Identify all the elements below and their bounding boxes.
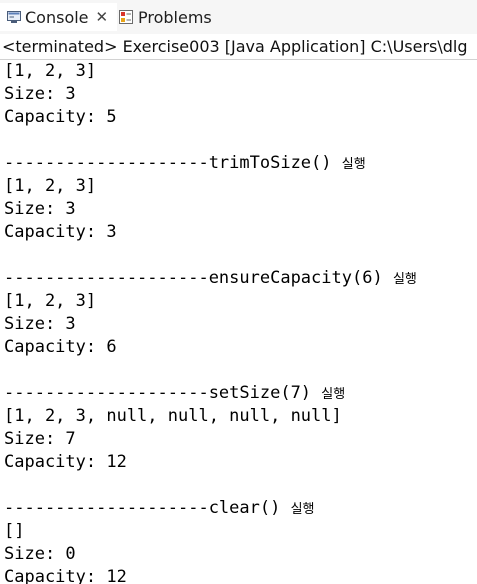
console-line-suffix: 실행 — [290, 502, 315, 517]
console-line: [1, 2, 3] — [4, 60, 477, 83]
console-line-text: Capacity: 3 — [4, 222, 117, 242]
console-line: --------------------setSize(7) 실행 — [4, 382, 477, 405]
console-line-text: Capacity: 12 — [4, 567, 127, 584]
tab-problems[interactable]: Problems — [117, 3, 227, 31]
console-line: --------------------clear() 실행 — [4, 497, 477, 520]
console-line-text: Size: 3 — [4, 199, 76, 219]
console-line: [1, 2, 3] — [4, 175, 477, 198]
console-line — [4, 244, 477, 267]
console-line-text: --------------------clear() — [4, 498, 281, 518]
console-line-text: Capacity: 6 — [4, 337, 117, 357]
process-status-line: <terminated> Exercise003 [Java Applicati… — [0, 34, 477, 60]
console-line: --------------------ensureCapacity(6) 실행 — [4, 267, 477, 290]
console-line-text: Size: 7 — [4, 429, 76, 449]
console-line-suffix: 실행 — [392, 272, 417, 287]
problems-icon — [118, 9, 134, 25]
console-line-text: --------------------ensureCapacity(6) — [4, 268, 383, 288]
close-icon[interactable]: ✕ — [95, 7, 109, 26]
console-line — [4, 474, 477, 497]
console-line-suffix: 실행 — [341, 157, 366, 172]
console-line: Capacity: 12 — [4, 451, 477, 474]
console-line: Capacity: 12 — [4, 566, 477, 584]
console-line: Size: 0 — [4, 543, 477, 566]
console-line — [4, 129, 477, 152]
console-line: [1, 2, 3] — [4, 290, 477, 313]
console-line-text: Size: 0 — [4, 544, 76, 564]
console-line-text: Capacity: 5 — [4, 107, 117, 127]
console-line: Size: 3 — [4, 313, 477, 336]
console-line: --------------------trimToSize() 실행 — [4, 152, 477, 175]
console-line-text: Size: 3 — [4, 314, 76, 334]
console-line-text: Capacity: 12 — [4, 452, 127, 472]
console-line: Capacity: 3 — [4, 221, 477, 244]
console-line: Capacity: 5 — [4, 106, 477, 129]
tab-console-label: Console — [25, 7, 89, 27]
console-line-text: [] — [4, 521, 25, 541]
console-line-text: [1, 2, 3] — [4, 176, 97, 196]
console-line: [] — [4, 520, 477, 543]
console-output[interactable]: [1, 2, 3] Size: 3 Capacity: 5 -------------… — [4, 60, 477, 584]
console-icon — [6, 9, 22, 25]
console-line: [1, 2, 3, null, null, null, null] — [4, 405, 477, 428]
tab-problems-label: Problems — [138, 7, 212, 27]
view-tab-bar: Console ✕ Problems — [0, 0, 477, 34]
console-line: Size: 7 — [4, 428, 477, 451]
console-line: Size: 3 — [4, 198, 477, 221]
console-line — [4, 359, 477, 382]
console-line-text: --------------------trimToSize() — [4, 153, 332, 173]
console-line: Size: 3 — [4, 83, 477, 106]
console-line-text: [1, 2, 3, null, null, null, null] — [4, 406, 342, 426]
console-line: Capacity: 6 — [4, 336, 477, 359]
console-line-text: [1, 2, 3] — [4, 61, 97, 81]
tab-console[interactable]: Console ✕ — [0, 3, 117, 31]
console-line-text: --------------------setSize(7) — [4, 383, 312, 403]
console-line-text: Size: 3 — [4, 84, 76, 104]
console-line-suffix: 실행 — [321, 387, 346, 402]
console-line-text: [1, 2, 3] — [4, 291, 97, 311]
